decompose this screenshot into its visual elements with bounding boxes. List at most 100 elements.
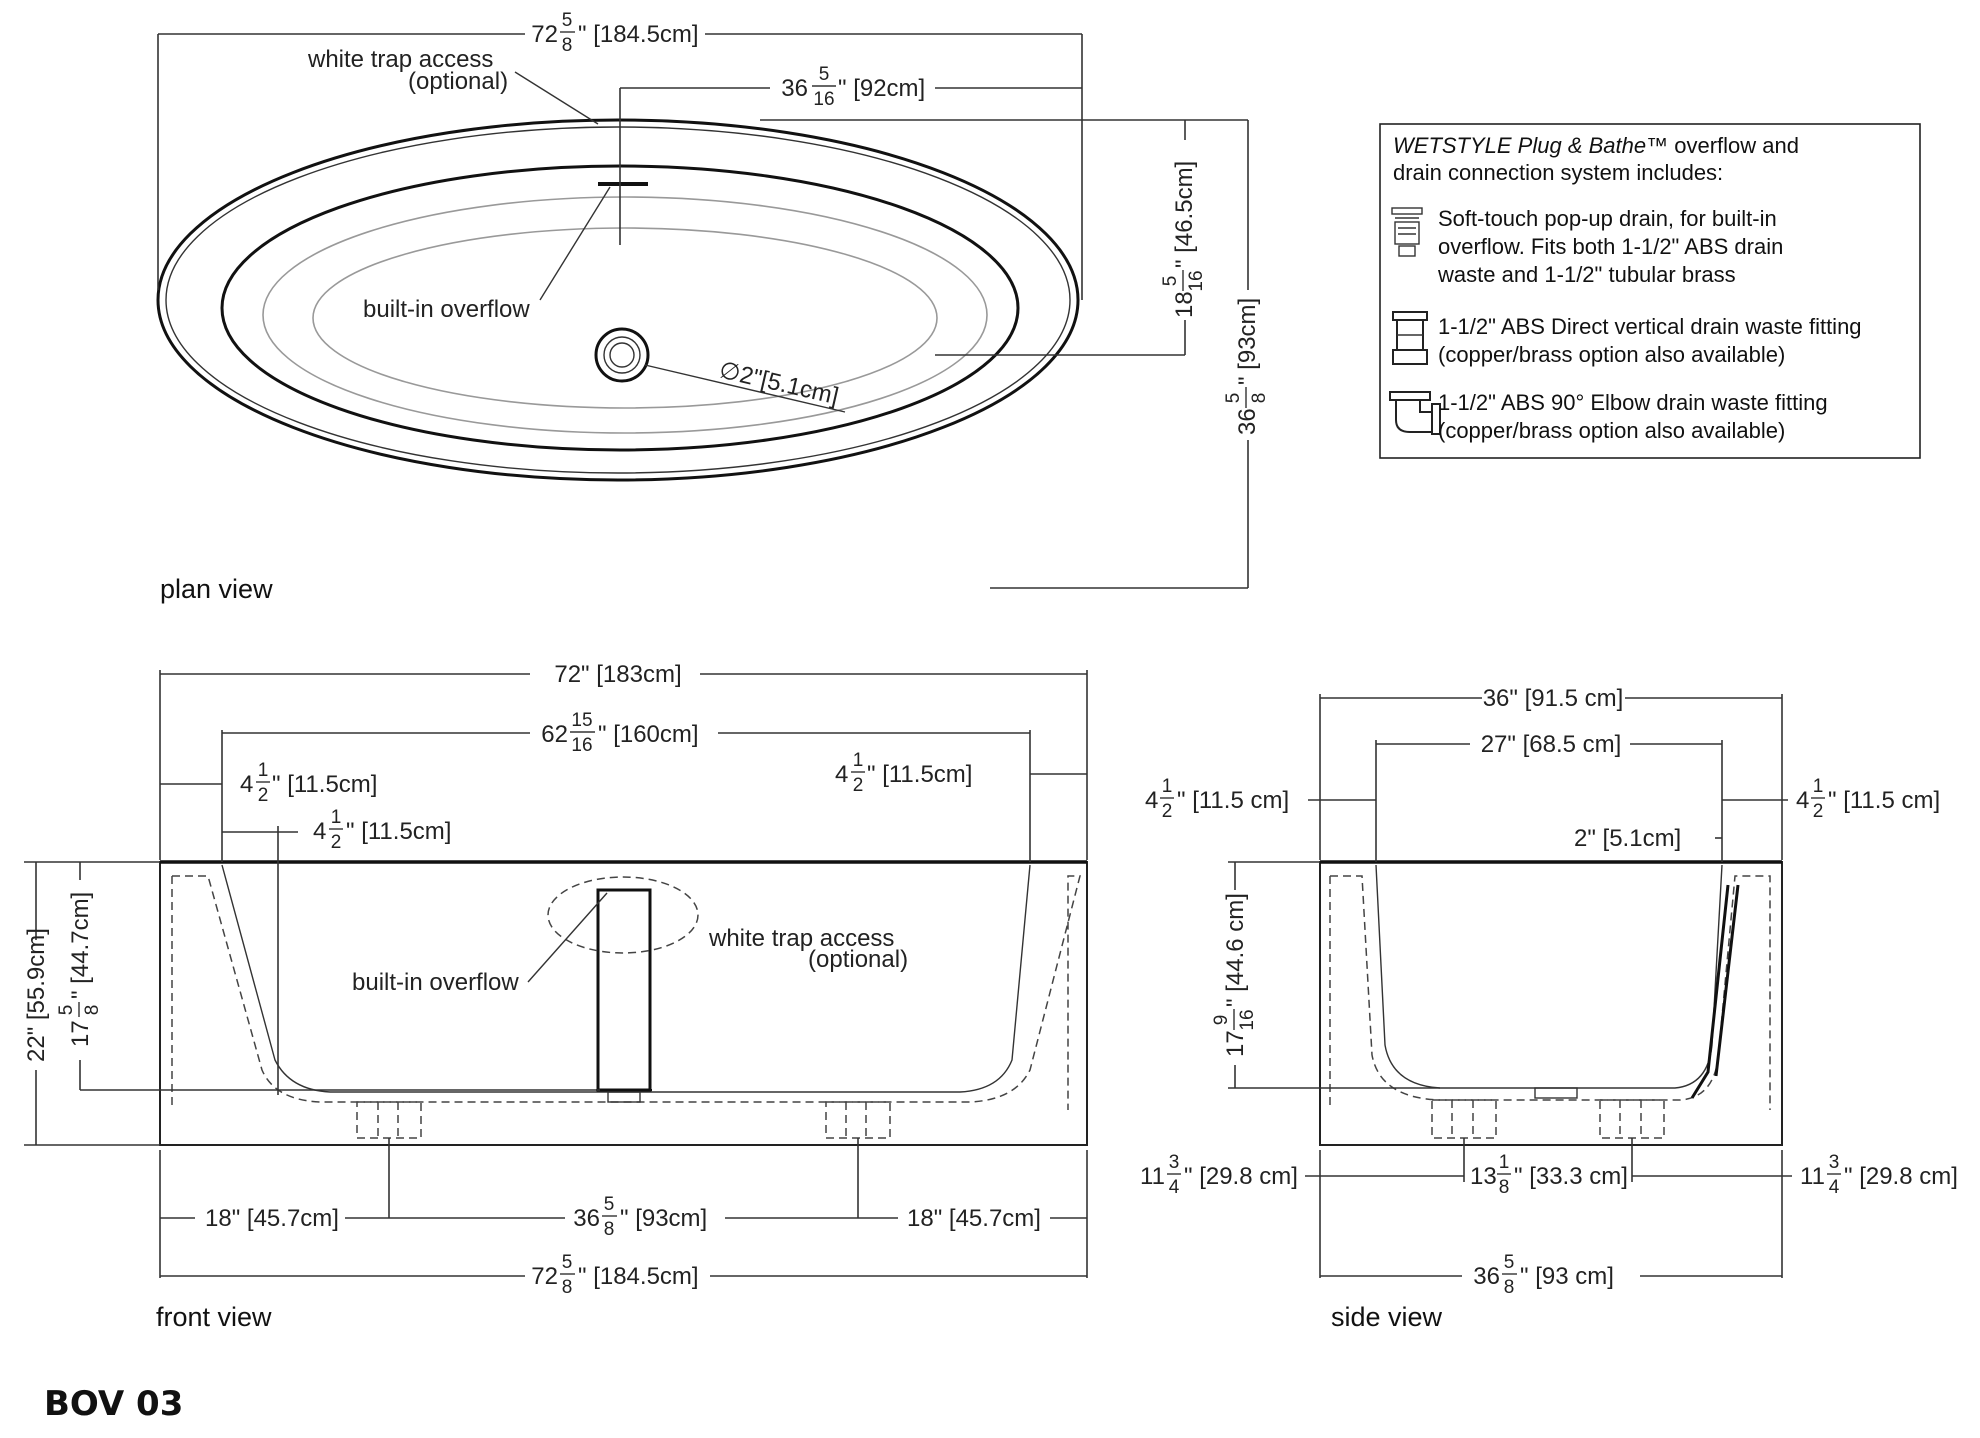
svg-text:" [33.3 cm]: " [33.3 cm] [1514, 1163, 1628, 1190]
front-view: 72" [183cm] 62 15 16 " [160cm] 4 1 2 " [… [23, 661, 1088, 1332]
svg-text:11: 11 [1800, 1163, 1825, 1190]
front-right-foot-label: 18" [45.7cm] [907, 1205, 1041, 1232]
plan-trap-label: white trap access [307, 46, 493, 73]
svg-text:8: 8 [604, 1219, 615, 1240]
side-top-width-label: 36" [91.5 cm] [1483, 685, 1624, 712]
side-left-rim-label: 4 1 2 " [11.5 cm] [1145, 776, 1289, 822]
svg-text:" [92cm]: " [92cm] [838, 75, 925, 102]
svg-text:" [46.5cm]: " [46.5cm] [1171, 161, 1198, 268]
model-code: BOV 03 [44, 1384, 183, 1424]
svg-text:" [44.7cm]: " [44.7cm] [67, 892, 94, 999]
svg-text:2: 2 [258, 785, 269, 806]
svg-text:4: 4 [1145, 787, 1158, 814]
svg-text:2: 2 [1813, 801, 1824, 822]
svg-text:4: 4 [313, 818, 326, 845]
svg-text:8: 8 [82, 1005, 103, 1016]
svg-text:15: 15 [571, 710, 592, 731]
svg-text:" [44.6 cm]: " [44.6 cm] [1222, 893, 1249, 1007]
svg-text:8: 8 [1249, 393, 1270, 404]
front-top-length-label: 72" [183cm] [554, 661, 681, 688]
svg-text:3: 3 [1829, 1152, 1840, 1173]
svg-text:5: 5 [819, 64, 830, 85]
svg-text:17: 17 [67, 1020, 94, 1047]
plan-view-title: plan view [160, 574, 273, 604]
svg-text:2: 2 [853, 775, 864, 796]
svg-text:Soft-touch pop-up drain, for b: Soft-touch pop-up drain, for built-in [1438, 206, 1777, 231]
svg-text:" [11.5 cm]: " [11.5 cm] [1177, 787, 1289, 814]
front-height-label: 22" [55.9cm] [23, 928, 50, 1062]
front-right-rim-label: 4 1 2 " [11.5cm] [835, 750, 972, 796]
svg-text:18: 18 [1171, 291, 1198, 318]
front-left-foot [356, 1101, 422, 1139]
side-view-title: side view [1331, 1302, 1443, 1332]
side-left-foot [1431, 1099, 1497, 1139]
svg-text:" [93cm]: " [93cm] [1234, 298, 1261, 385]
svg-text:11: 11 [1140, 1163, 1165, 1190]
front-bottom-length-label: 72 5 8 " [184.5cm] [531, 1252, 698, 1298]
side-right-rim-label: 4 1 2 " [11.5 cm] [1796, 776, 1940, 822]
svg-text:" [11.5cm]: " [11.5cm] [867, 761, 972, 788]
svg-text:5: 5 [1504, 1252, 1515, 1273]
svg-text:drain connection system includ: drain connection system includes: [1393, 160, 1723, 185]
svg-text:overflow. Fits both 1-1/2" ABS: overflow. Fits both 1-1/2" ABS drain [1438, 234, 1783, 259]
vertical-fitting-icon [1392, 311, 1428, 365]
svg-text:72: 72 [531, 21, 558, 48]
elbow-fitting-icon [1389, 391, 1441, 435]
front-view-title: front view [156, 1302, 272, 1332]
side-view: 36" [91.5 cm] 27" [68.5 cm] 4 1 2 " [11.… [1140, 685, 1958, 1332]
svg-text:9: 9 [1211, 1015, 1232, 1026]
plan-basin-bottom [312, 227, 938, 409]
front-inner-length-label: 62 15 16 " [160cm] [541, 710, 698, 756]
plan-drain-icon [594, 327, 650, 383]
svg-text:4: 4 [835, 761, 848, 788]
plan-overall-width-label: 36 5 8 " [93cm] [1223, 298, 1270, 435]
svg-text:4: 4 [1829, 1177, 1840, 1198]
svg-text:36: 36 [573, 1205, 600, 1232]
front-basin-wall [221, 864, 1031, 1093]
front-left-rim-label: 4 1 2 " [11.5cm] [240, 760, 377, 806]
legend-box: WETSTYLE Plug & Bathe™ overflow and drai… [1379, 123, 1921, 459]
plan-basin-floor [262, 196, 988, 434]
svg-text:8: 8 [562, 35, 573, 56]
plan-view: 72 5 8 " [184.5cm] 36 5 16 " [92cm] 18 5 [156, 10, 1270, 604]
svg-text:1: 1 [258, 760, 269, 781]
svg-text:WETSTYLE Plug & Bathe™ overflo: WETSTYLE Plug & Bathe™ overflow and [1393, 133, 1799, 158]
svg-text:13: 13 [1470, 1163, 1497, 1190]
side-right-foot [1599, 1099, 1665, 1139]
svg-text:5: 5 [1223, 393, 1244, 404]
svg-text:1: 1 [1813, 776, 1824, 797]
svg-text:1: 1 [853, 750, 864, 771]
svg-text:waste and 1-1/2" tubular brass: waste and 1-1/2" tubular brass [1437, 262, 1736, 287]
front-left-rim2-label: 4 1 2 " [11.5cm] [313, 807, 451, 853]
plan-overflow-label: built-in overflow [363, 296, 530, 323]
svg-text:" [93cm]: " [93cm] [620, 1205, 707, 1232]
svg-text:5: 5 [562, 10, 573, 31]
svg-text:2: 2 [1162, 801, 1173, 822]
svg-text:8: 8 [562, 1277, 573, 1298]
svg-text:5: 5 [56, 1005, 77, 1016]
side-depth-label: 17 9 16 " [44.6 cm] [1211, 893, 1258, 1057]
svg-text:16: 16 [813, 89, 834, 110]
front-trap-label-2: (optional) [808, 946, 908, 973]
front-trap-access-circle [547, 876, 699, 954]
svg-text:5: 5 [1160, 276, 1181, 287]
svg-text:36: 36 [781, 75, 808, 102]
svg-text:" [11.5cm]: " [11.5cm] [346, 818, 451, 845]
plan-center-offset-label: 36 5 16 " [92cm] [781, 64, 925, 110]
svg-text:2: 2 [331, 832, 342, 853]
side-bottom-width-label: 36 5 8 " [93 cm] [1473, 1252, 1614, 1298]
svg-text:4: 4 [1169, 1177, 1180, 1198]
front-depth-label: 17 5 8 " [44.7cm] [56, 892, 103, 1047]
svg-text:16: 16 [1186, 270, 1207, 291]
side-overflow-channel [1690, 884, 1740, 1099]
plan-overall-length-label: 72 5 8 " [184.5cm] [531, 10, 698, 56]
front-right-foot [825, 1101, 891, 1139]
svg-text:1: 1 [1499, 1152, 1510, 1173]
svg-text:8: 8 [1504, 1277, 1515, 1298]
side-inner-width-label: 27" [68.5 cm] [1481, 731, 1622, 758]
svg-text:" [29.8 cm]: " [29.8 cm] [1184, 1163, 1298, 1190]
svg-text:" [184.5cm]: " [184.5cm] [578, 21, 699, 48]
svg-text:1-1/2" ABS Direct vertical dra: 1-1/2" ABS Direct vertical drain waste f… [1438, 314, 1862, 339]
svg-text:16: 16 [1237, 1009, 1258, 1030]
